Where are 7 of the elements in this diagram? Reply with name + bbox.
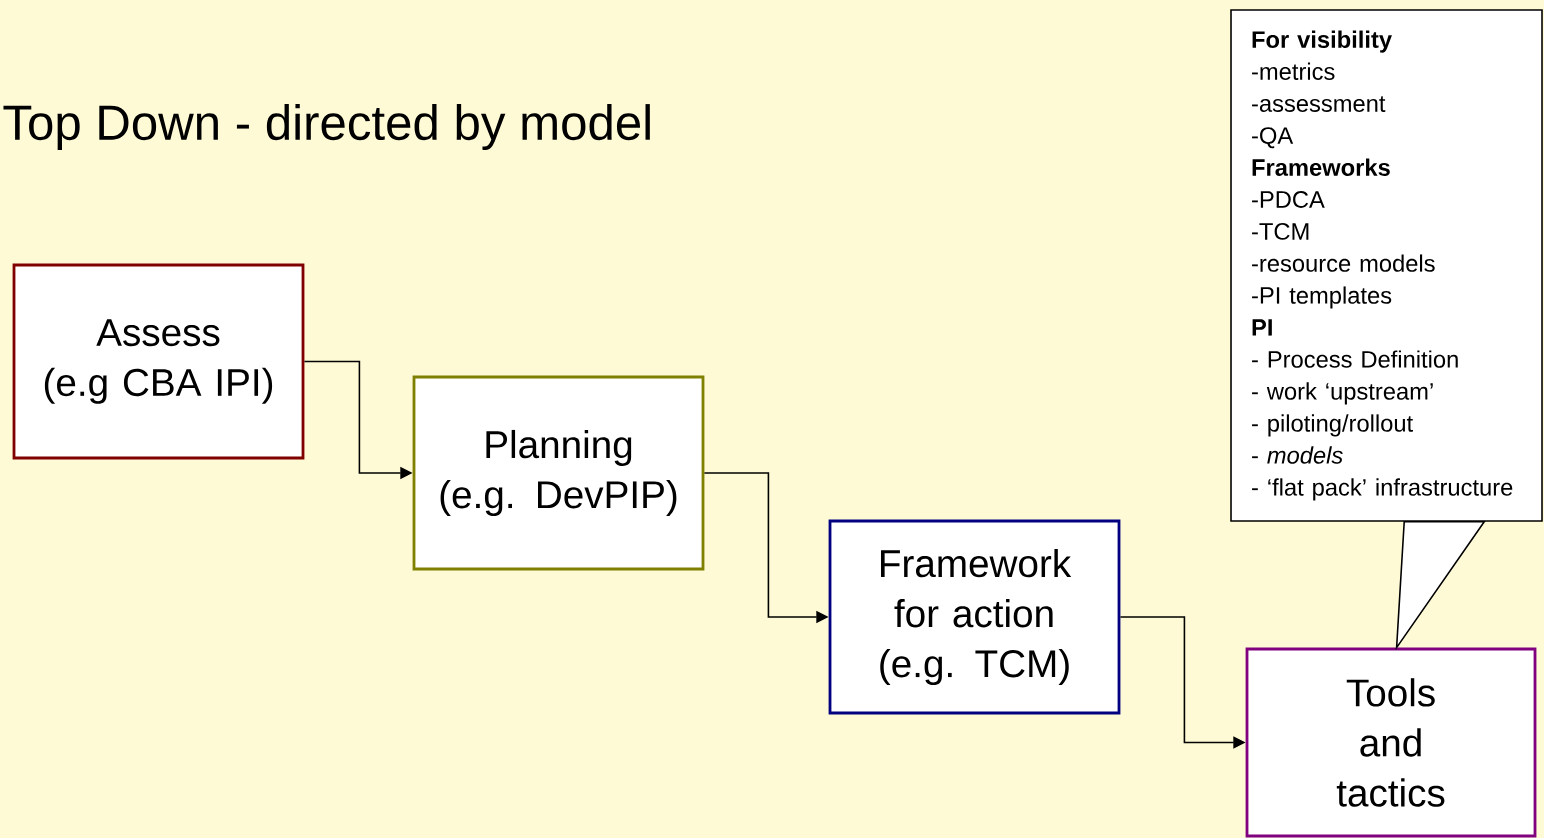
callout-box: For visibility -metrics -assessment -QA Frameworks -PDCA -TCM -resource models -PI templates PI - Process Definition - work ‘upstream’ - piloting/rollout - models - ‘flat pack’ infrastructure <box>1230 9 1543 522</box>
process-box: Framework for action (e.g. TCM) <box>828 519 1121 715</box>
callout-tail <box>1395 521 1485 649</box>
process-box: Tools and tactics <box>1245 647 1537 838</box>
process-box: Assess (e.g CBA IPI) <box>12 263 305 460</box>
heading: Top Down - directed by model <box>3 104 650 150</box>
process-box: Planning (e.g. DevPIP) <box>412 375 705 571</box>
